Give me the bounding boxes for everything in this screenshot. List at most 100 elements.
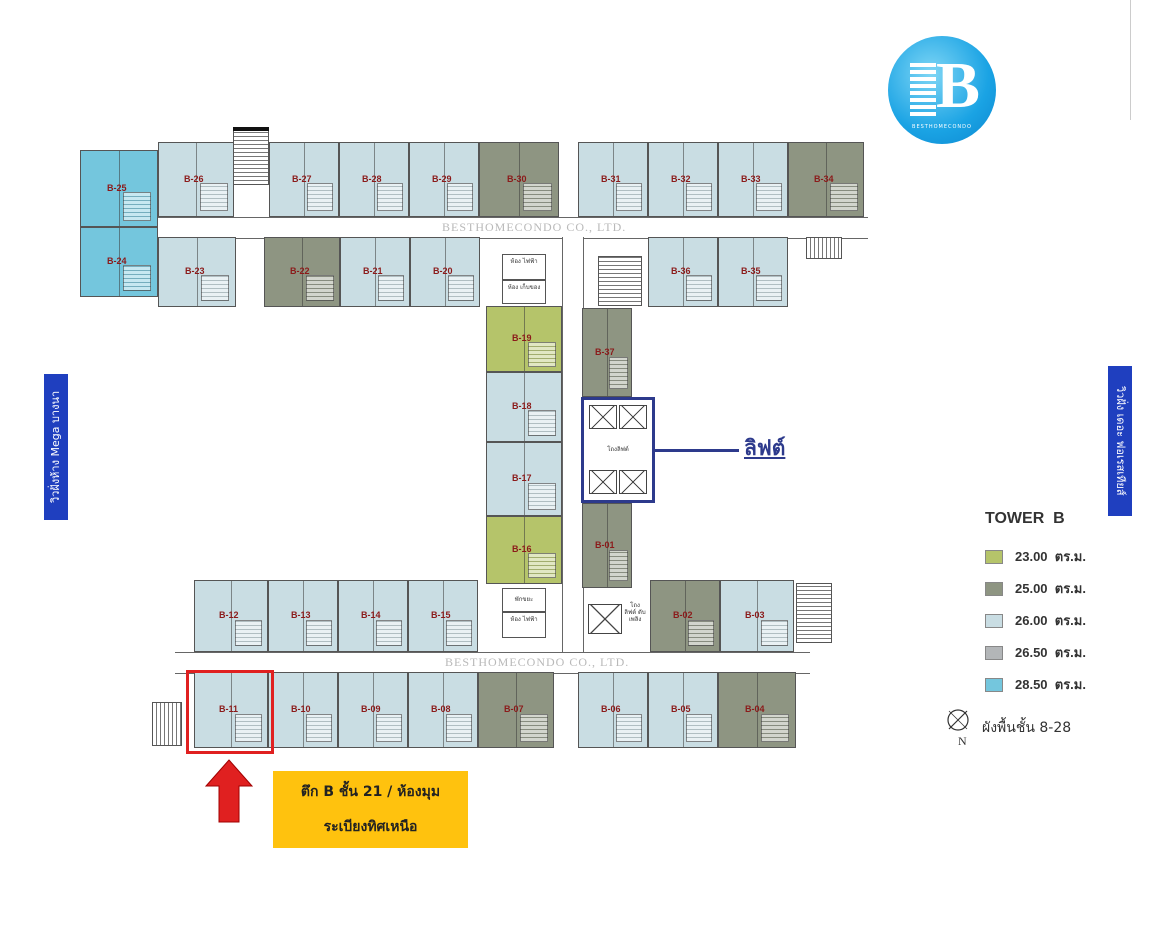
unit-b-12 [194,580,268,652]
legend-label: 25.00 ตร.ม. [1015,581,1086,596]
unit-b-17 [486,442,562,516]
legend-swatch [985,581,1003,596]
unit-b-15 [408,580,478,652]
unit-label: B-37 [595,346,615,357]
legend-item: 26.00 ตร.ม. [985,610,1086,631]
unit-b-13 [268,580,338,652]
legend-label: 26.50 ตร.ม. [1015,645,1086,660]
unit-partition [373,673,374,747]
unit-label: B-30 [507,173,527,184]
compass-icon [947,709,969,731]
unit-label: B-09 [361,704,381,714]
unit-bathroom [756,275,783,302]
unit-b-37 [582,308,632,397]
unit-partition [444,143,445,216]
lift-car [589,470,617,494]
unit-label: B-27 [292,173,312,184]
unit-label: B-05 [671,704,691,714]
stair-center-right [598,256,642,306]
unit-partition [445,238,446,306]
unit-bathroom [448,275,475,302]
unit-b-36 [648,237,718,307]
unit-label: B-07 [504,704,524,714]
compass-letter: N [958,734,967,748]
lift-callout-line [655,449,739,452]
unit-partition [757,673,758,747]
legend-item: 26.50 ตร.ม. [985,642,1086,663]
view-right-tag: วิวฝั่ง เดอะ ฟอเรสเทียส์ [1108,366,1132,516]
unit-b-27 [269,142,339,217]
unit-bathroom [522,183,553,211]
unit-partition [683,143,684,216]
unit-bathroom [306,619,333,646]
unit-label: B-14 [361,610,381,620]
unit-label: B-03 [745,610,765,620]
unit-b-08 [408,672,478,748]
rest-room-label: พักขยะ [514,596,534,603]
unit-bathroom [122,265,152,292]
unit-label: B-32 [671,173,691,184]
unit-partition [519,143,520,216]
unit-label: B-19 [512,333,532,343]
unit-partition [374,143,375,216]
unit-b-18 [486,372,562,442]
lift-car [619,470,647,494]
unit-partition [683,238,684,306]
unit-partition [524,517,525,583]
unit-bathroom [616,713,643,742]
unit-label: B-16 [512,544,532,554]
unit-partition [196,143,197,216]
logo: B BESTHOMECONDO [888,36,996,144]
unit-partition [607,309,608,396]
unit-label: B-33 [741,173,761,184]
unit-label: B-34 [814,173,834,184]
lift-car [589,405,617,429]
unit-label: B-17 [512,473,532,483]
legend-item: 25.00 ตร.ม. [985,578,1086,599]
unit-b-32 [648,142,718,217]
lift-car [619,405,647,429]
unit-label: B-31 [601,173,621,184]
electric-room-bottom [502,612,546,638]
unit-partition [685,581,686,651]
unit-bathroom [686,713,713,742]
unit-b-20 [410,237,480,307]
legend-label: 26.00 ตร.ม. [1015,613,1086,628]
unit-partition [231,581,232,651]
logo-building-icon [910,60,936,116]
fire-lift-lobby-label: โถง ลิฟต์ ดับเพลิง [624,602,646,623]
unit-b-21 [340,237,410,307]
unit-bathroom [616,183,643,211]
unit-b-26 [158,142,234,217]
unit-bathroom [527,482,556,510]
unit-partition [524,443,525,515]
unit-partition [516,673,517,747]
unit-bathroom [376,619,403,646]
highlight-note-line2: ระเบียงทิศเหนือ [323,819,418,835]
unit-b-33 [718,142,788,217]
fire-lift [588,604,622,634]
unit-bathroom [760,619,788,646]
unit-partition [757,581,758,651]
unit-partition [443,673,444,747]
stair-bottom-left [152,702,182,746]
unit-partition [753,143,754,216]
rest-room [502,588,546,612]
unit-bathroom [519,713,548,742]
unit-b-29 [409,142,479,217]
legend-title: TOWER B [985,510,1065,527]
unit-partition [375,238,376,306]
top-corridor [135,217,868,239]
unit-label: B-02 [673,610,693,620]
unit-bathroom [527,342,556,367]
unit-label: B-20 [433,266,453,276]
unit-partition [119,151,120,226]
legend-item: 23.00 ตร.ม. [985,546,1086,567]
unit-b-09 [338,672,408,748]
unit-label: B-24 [107,256,127,266]
unit-partition [304,143,305,216]
unit-partition [524,373,525,441]
watermark-top: BESTHOMECONDO CO., LTD. [442,220,627,234]
unit-label: B-12 [219,610,239,620]
